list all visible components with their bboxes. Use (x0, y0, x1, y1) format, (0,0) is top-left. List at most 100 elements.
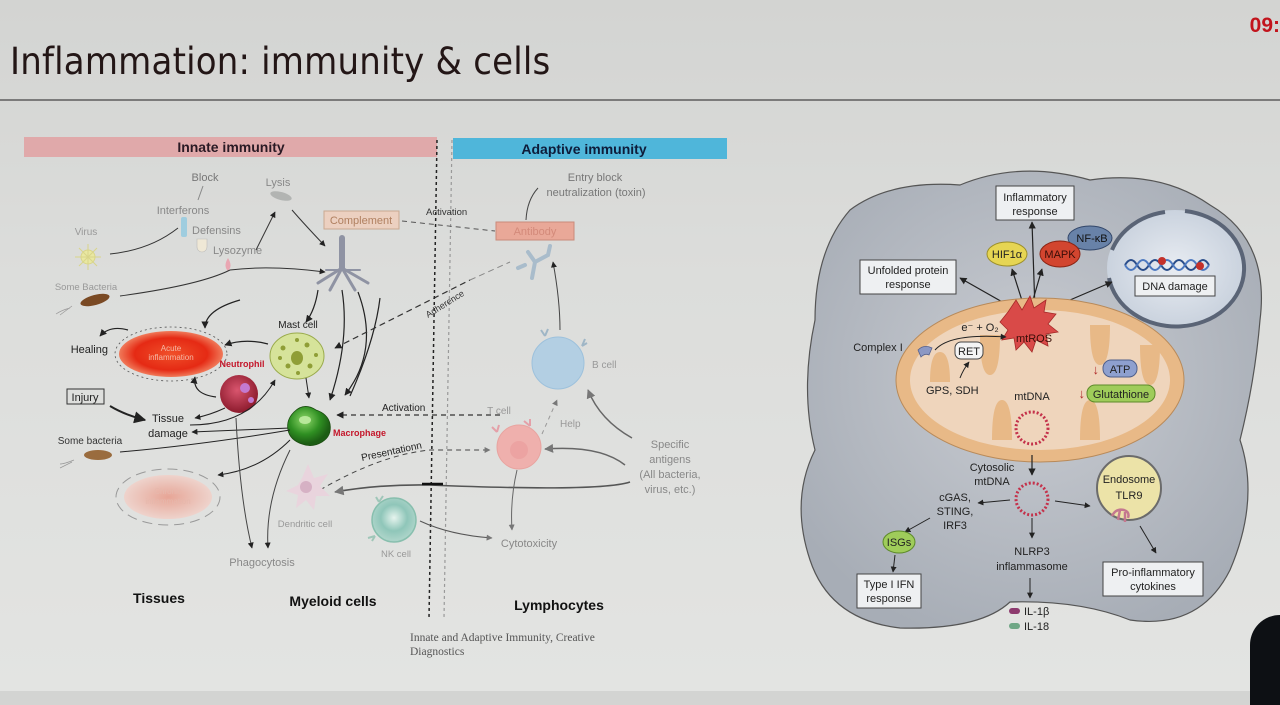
label-defensins: Defensins (192, 225, 241, 237)
label-cgas: cGAS, (939, 492, 971, 504)
b-cell-icon (531, 328, 588, 390)
il18-icon (1009, 623, 1020, 629)
label-chronic-1: Chronic (154, 487, 182, 496)
label-mtros: mtROS (1016, 333, 1052, 345)
t-cell-icon (491, 419, 542, 470)
complement-box (323, 210, 400, 230)
label-inflammatory-response: response (1012, 206, 1057, 218)
atp-down-arrow: ↓ (1093, 362, 1100, 377)
antibody-icon (516, 244, 552, 280)
label-macrophage: Macrophage (333, 428, 386, 438)
label-specific-antigens-4: virus, etc.) (645, 484, 696, 496)
isgs-badge (882, 530, 916, 554)
complex-i-icon (917, 346, 933, 358)
label-tissue: Tissue (152, 413, 184, 425)
inflammatory-response-box (995, 185, 1075, 221)
cytosolic-mtdna-ring (1014, 481, 1050, 517)
label-antibody: Antibody (514, 226, 557, 238)
label-nk-cell: NK cell (381, 549, 411, 560)
label-endosome: Endosome (1103, 474, 1156, 486)
presenter-silhouette (1250, 615, 1280, 705)
label-mast-cell: Mast cell (278, 320, 317, 331)
label-cytosolic: Cytosolic (970, 462, 1015, 474)
label-mtdna: mtDNA (1014, 391, 1050, 403)
bacterium-bottom-icon (84, 450, 112, 460)
label-tlr9: TLR9 (1116, 490, 1143, 502)
tlr9-receptor-icon (1110, 508, 1130, 522)
endosome-icon (1096, 455, 1162, 521)
interferon-icon (181, 217, 187, 237)
bacterium-icon (80, 293, 110, 307)
label-pro-inflammatory: Pro-inflammatory (1111, 567, 1195, 579)
type1-ifn-box (856, 573, 922, 609)
label-healing: Healing (71, 344, 108, 356)
label-interferons: Interferons (157, 205, 210, 217)
label-activation-top: Activation (426, 207, 467, 218)
complement-cascade-icon (316, 235, 370, 292)
ret-box (954, 341, 984, 360)
label-help: Help (560, 419, 581, 430)
figure-credit: Innate and Adaptive Immunity, Creative D… (410, 632, 595, 658)
label-damage: damage (148, 428, 188, 440)
label-specific-antigens-1: Specific (651, 439, 690, 451)
atp-badge (1102, 359, 1138, 378)
label-specific-antigens-2: antigens (649, 454, 691, 466)
glutathione-down-arrow: ↓ (1079, 386, 1086, 401)
mapk-badge (1039, 240, 1081, 268)
label-il18: IL-18 (1024, 621, 1049, 633)
presentation-timer: 09: (1249, 14, 1280, 37)
lysed-bacterium-icon (270, 191, 292, 201)
divider-line-innate (428, 139, 438, 619)
label-mapk: MAPK (1044, 249, 1076, 261)
footer-myeloid-cells: Myeloid cells (289, 593, 376, 609)
label-entry-block: Entry block (568, 172, 623, 184)
label-activation-mid: Activation (382, 403, 425, 414)
dendritic-cell-icon (286, 464, 330, 510)
nucleus-icon (1107, 209, 1247, 329)
dna-damage-box (1134, 275, 1216, 297)
label-unfolded: Unfolded protein (868, 265, 949, 277)
label-lysis: Lysis (266, 177, 291, 189)
label-complex-i: Complex I (853, 342, 903, 354)
chronic-inflammation-icon (115, 468, 221, 526)
label-il1b: IL-1β (1024, 606, 1049, 618)
label-block: Block (192, 172, 219, 184)
label-cytotoxicity: Cytotoxicity (501, 538, 558, 550)
label-type1-ifn: Type I IFN (864, 579, 915, 591)
innate-header-bar (24, 137, 437, 157)
immunity-diagram: Innate immunity Adaptive immunity Block … (24, 137, 727, 619)
label-type1-response: response (866, 593, 911, 605)
label-complement: Complement (330, 215, 392, 227)
label-atp: ATP (1110, 364, 1131, 376)
label-irf3: IRF3 (943, 520, 967, 532)
divider-line-adaptive (443, 139, 453, 619)
nk-cell-icon (367, 495, 417, 543)
hif1a-badge (986, 241, 1028, 267)
label-lysozyme: Lysozyme (213, 245, 262, 257)
title-divider (0, 99, 1280, 101)
antibody-box (495, 221, 575, 241)
label-isgs: ISGs (887, 537, 912, 549)
label-sting: STING, (937, 506, 974, 518)
label-nfkb: NF-κB (1076, 233, 1107, 245)
label-some-bacteria-top: Some Bacteria (55, 282, 118, 293)
innate-header: Innate immunity (177, 139, 285, 155)
label-b-cell: B cell (592, 360, 616, 371)
label-cytosolic-mtdna: mtDNA (974, 476, 1010, 488)
glutathione-badge (1086, 384, 1156, 403)
mtdna-ring (1014, 410, 1050, 446)
slide-title: Inflammation: immunity & cells (10, 40, 551, 83)
injury-box (66, 388, 105, 405)
footer-tissues: Tissues (133, 590, 185, 606)
acute-inflammation-icon (114, 326, 228, 382)
unfolded-protein-box (859, 259, 957, 295)
pro-inflammatory-box (1102, 561, 1204, 597)
macrophage-icon (287, 406, 331, 446)
label-chronic-2: inflammation (145, 497, 190, 506)
virus-icon (75, 244, 101, 270)
il1b-icon (1009, 608, 1020, 614)
label-electron-o2: e⁻ + O₂ (961, 322, 998, 334)
nfkb-badge (1067, 225, 1113, 251)
label-inflammasome: inflammasome (996, 561, 1068, 573)
mast-cell-icon (269, 332, 325, 380)
